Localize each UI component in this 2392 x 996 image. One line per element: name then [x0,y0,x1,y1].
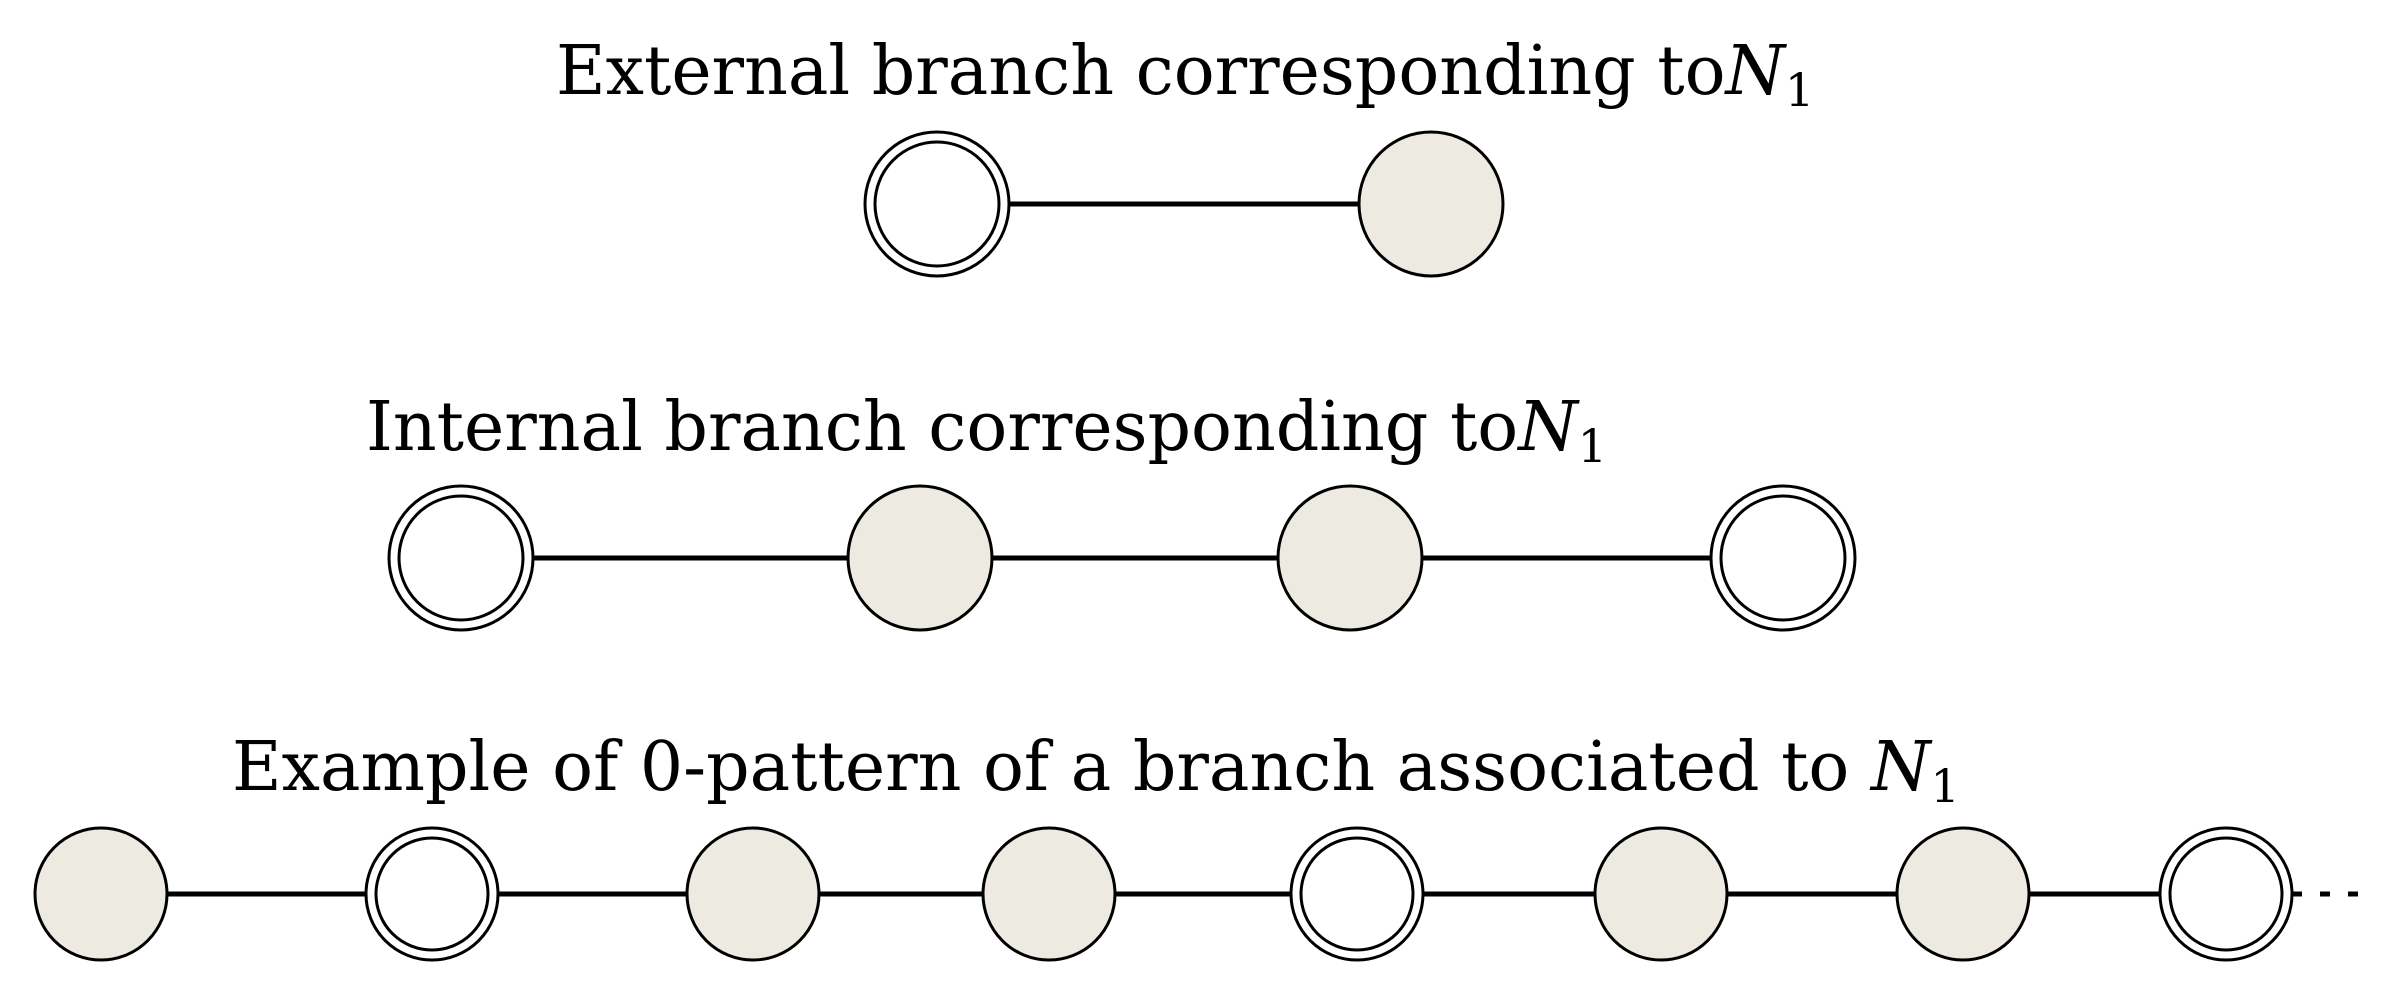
double-circle-node [387,484,535,632]
double-circle-node [2158,826,2294,962]
filled-node [685,826,821,962]
filled-node [1593,826,1729,962]
filled-node [1357,130,1505,278]
internal-branch-caption: Internal branch corresponding toN1 [366,388,1607,473]
example-pattern-caption: Example of 0-pattern of a branch associa… [232,728,1960,813]
double-circle-node [1709,484,1857,632]
double-circle-node [1289,826,1425,962]
filled-node [33,826,169,962]
external-branch-caption: External branch corresponding toN1 [556,32,1814,117]
filled-node [981,826,1117,962]
filled-node [846,484,994,632]
external-branch-row [863,130,1505,278]
filled-node [1895,826,2031,962]
internal-branch-row [387,484,1857,632]
example-pattern-row [33,826,2372,962]
filled-node [1276,484,1424,632]
double-circle-node [364,826,500,962]
double-circle-node [863,130,1011,278]
